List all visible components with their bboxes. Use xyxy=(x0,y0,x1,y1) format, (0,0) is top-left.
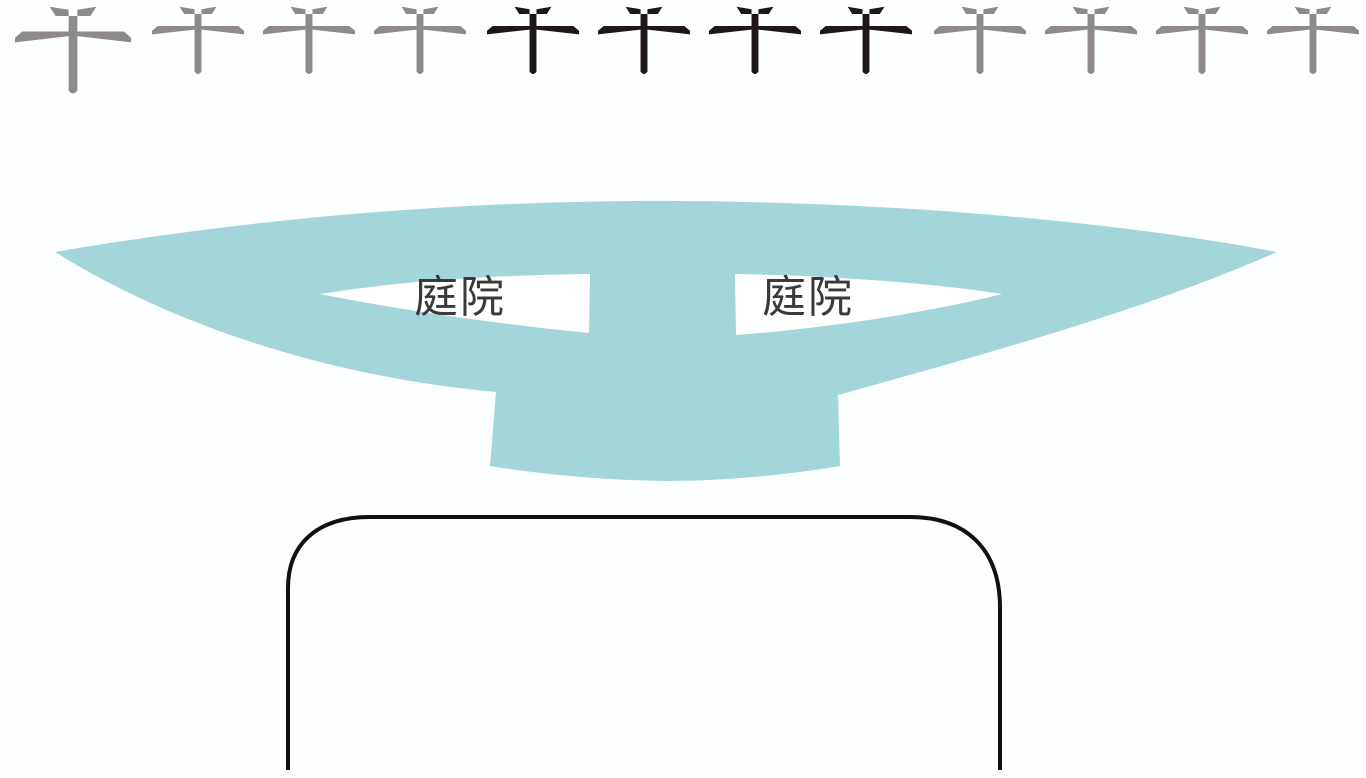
courtyard-right xyxy=(735,274,1002,335)
airplane-icon xyxy=(598,6,690,74)
airplane-icon xyxy=(487,6,579,74)
airplane-icon xyxy=(934,6,1026,74)
airplane-icon xyxy=(1045,6,1137,74)
airplane-icon xyxy=(820,6,912,74)
courtyard-label-left: 庭院 xyxy=(414,272,506,323)
airplane-icon xyxy=(374,6,466,74)
plane-row xyxy=(14,6,1359,94)
airplane-icon xyxy=(1156,6,1248,74)
airplane-icon xyxy=(14,6,131,94)
airplane-icon xyxy=(152,6,244,74)
airplane-icon xyxy=(263,6,355,74)
terminal-concourse xyxy=(55,200,1277,482)
main-building-outline xyxy=(286,515,1002,770)
courtyard-label-right: 庭院 xyxy=(762,272,854,323)
airplane-icon xyxy=(1267,6,1359,74)
courtyard-left xyxy=(320,274,590,333)
airplane-icon xyxy=(709,6,801,74)
